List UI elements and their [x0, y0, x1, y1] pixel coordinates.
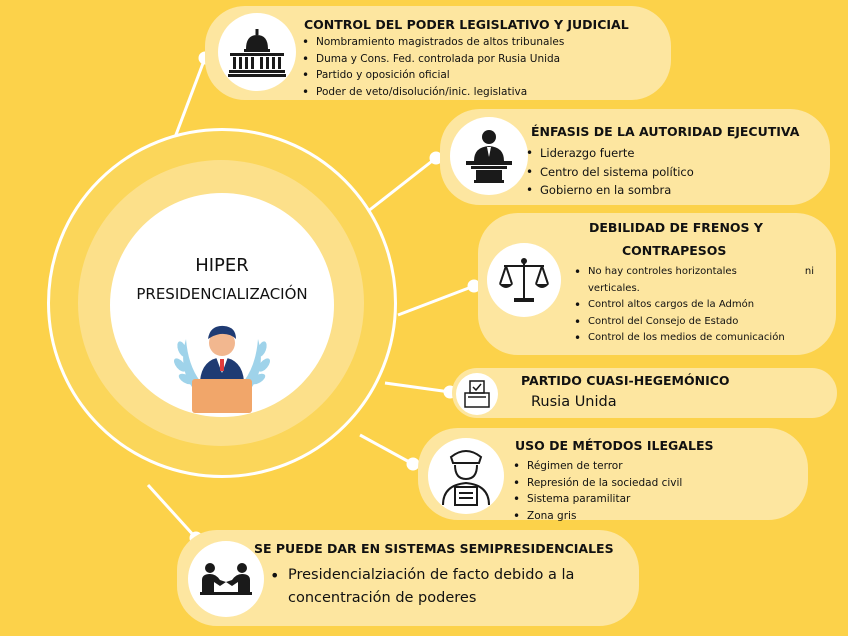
- list-item: Control altos cargos de la Admón: [574, 297, 814, 314]
- node3-title-line2: CONTRAPESOS: [622, 243, 727, 258]
- connector-2: [366, 156, 437, 214]
- list-item-text-end: ni: [804, 266, 814, 277]
- node1-icon-circle: [218, 13, 296, 91]
- node2-title: ÉNFASIS DE LA AUTORIDAD EJECUTIVA: [531, 124, 800, 139]
- list-item: Poder de veto/disolución/inic. legislati…: [302, 84, 564, 101]
- president-laurel-icon: [174, 325, 270, 413]
- node3-list: No hay controles horizontales ni vertica…: [574, 264, 814, 347]
- list-item: Zona gris: [513, 508, 682, 525]
- list-item: Liderazgo fuerte: [526, 144, 694, 163]
- list-item: Presidencialziación de facto debido a la: [270, 564, 574, 587]
- list-item-continuation: concentración de poderes: [288, 590, 477, 606]
- node1-list: Nombramiento magistrados de altos tribun…: [302, 34, 564, 100]
- handshake-icon: [200, 563, 252, 595]
- police-officer-icon: [442, 450, 490, 506]
- list-item: Gobierno en la sombra: [526, 181, 694, 200]
- list-item: Nombramiento magistrados de altos tribun…: [302, 34, 564, 51]
- connector-6: [146, 483, 198, 540]
- list-item: Sistema paramilitar: [513, 491, 682, 508]
- node5-list: Régimen de terror Represión de la socied…: [513, 458, 682, 524]
- node-hegemonic-party: [452, 368, 837, 418]
- list-item: Control de los medios de comunicación: [574, 330, 814, 347]
- connector-dot-5: [406, 457, 420, 471]
- node3-title-line1: DEBILIDAD DE FRENOS Y: [589, 220, 763, 235]
- center-title-line2: PRESIDENCIALIZACIÓN: [136, 285, 308, 303]
- node4-icon-circle: [456, 373, 498, 415]
- node3-icon-circle: [487, 243, 561, 317]
- list-item: Centro del sistema político: [526, 163, 694, 182]
- connector-3: [397, 284, 475, 317]
- connector-1: [172, 57, 207, 141]
- node2-icon-circle: [450, 117, 528, 195]
- central-node: HIPER PRESIDENCIALIZACIÓN: [110, 193, 334, 417]
- list-item-text: verticales.: [588, 282, 640, 294]
- node6-icon-circle: [188, 541, 264, 617]
- node6-list: Presidencialziación de facto debido a la…: [270, 564, 574, 610]
- node1-title: CONTROL DEL PODER LEGISLATIVO Y JUDICIAL: [304, 17, 629, 32]
- node2-list: Liderazgo fuerte Centro del sistema polí…: [526, 144, 694, 200]
- capitol-icon: [228, 29, 286, 77]
- list-item-continuation: verticales.: [574, 281, 814, 298]
- node5-icon-circle: [428, 438, 504, 514]
- list-item: Partido y oposición oficial: [302, 67, 564, 84]
- node5-title: USO DE MÉTODOS ILEGALES: [515, 438, 714, 453]
- list-item: Duma y Cons. Fed. controlada por Rusia U…: [302, 51, 564, 68]
- speaker-podium-icon: [466, 130, 512, 183]
- list-item: Control del Consejo de Estado: [574, 314, 814, 331]
- node4-title: PARTIDO CUASI-HEGEMÓNICO: [521, 373, 730, 388]
- node4-subtitle: Rusia Unida: [531, 394, 617, 410]
- node6-title: SE PUEDE DAR EN SISTEMAS SEMIPRESIDENCIA…: [254, 541, 614, 556]
- list-item: No hay controles horizontales ni: [574, 264, 814, 281]
- list-item: Represión de la sociedad civil: [513, 475, 682, 492]
- list-item: Régimen de terror: [513, 458, 682, 475]
- balance-scale-icon: [499, 258, 549, 302]
- connector-4: [384, 381, 451, 394]
- center-title-line1: HIPER: [195, 255, 249, 276]
- connector-5: [359, 433, 414, 466]
- ballot-box-icon: [464, 380, 490, 408]
- list-item-text: No hay controles horizontales: [588, 266, 737, 277]
